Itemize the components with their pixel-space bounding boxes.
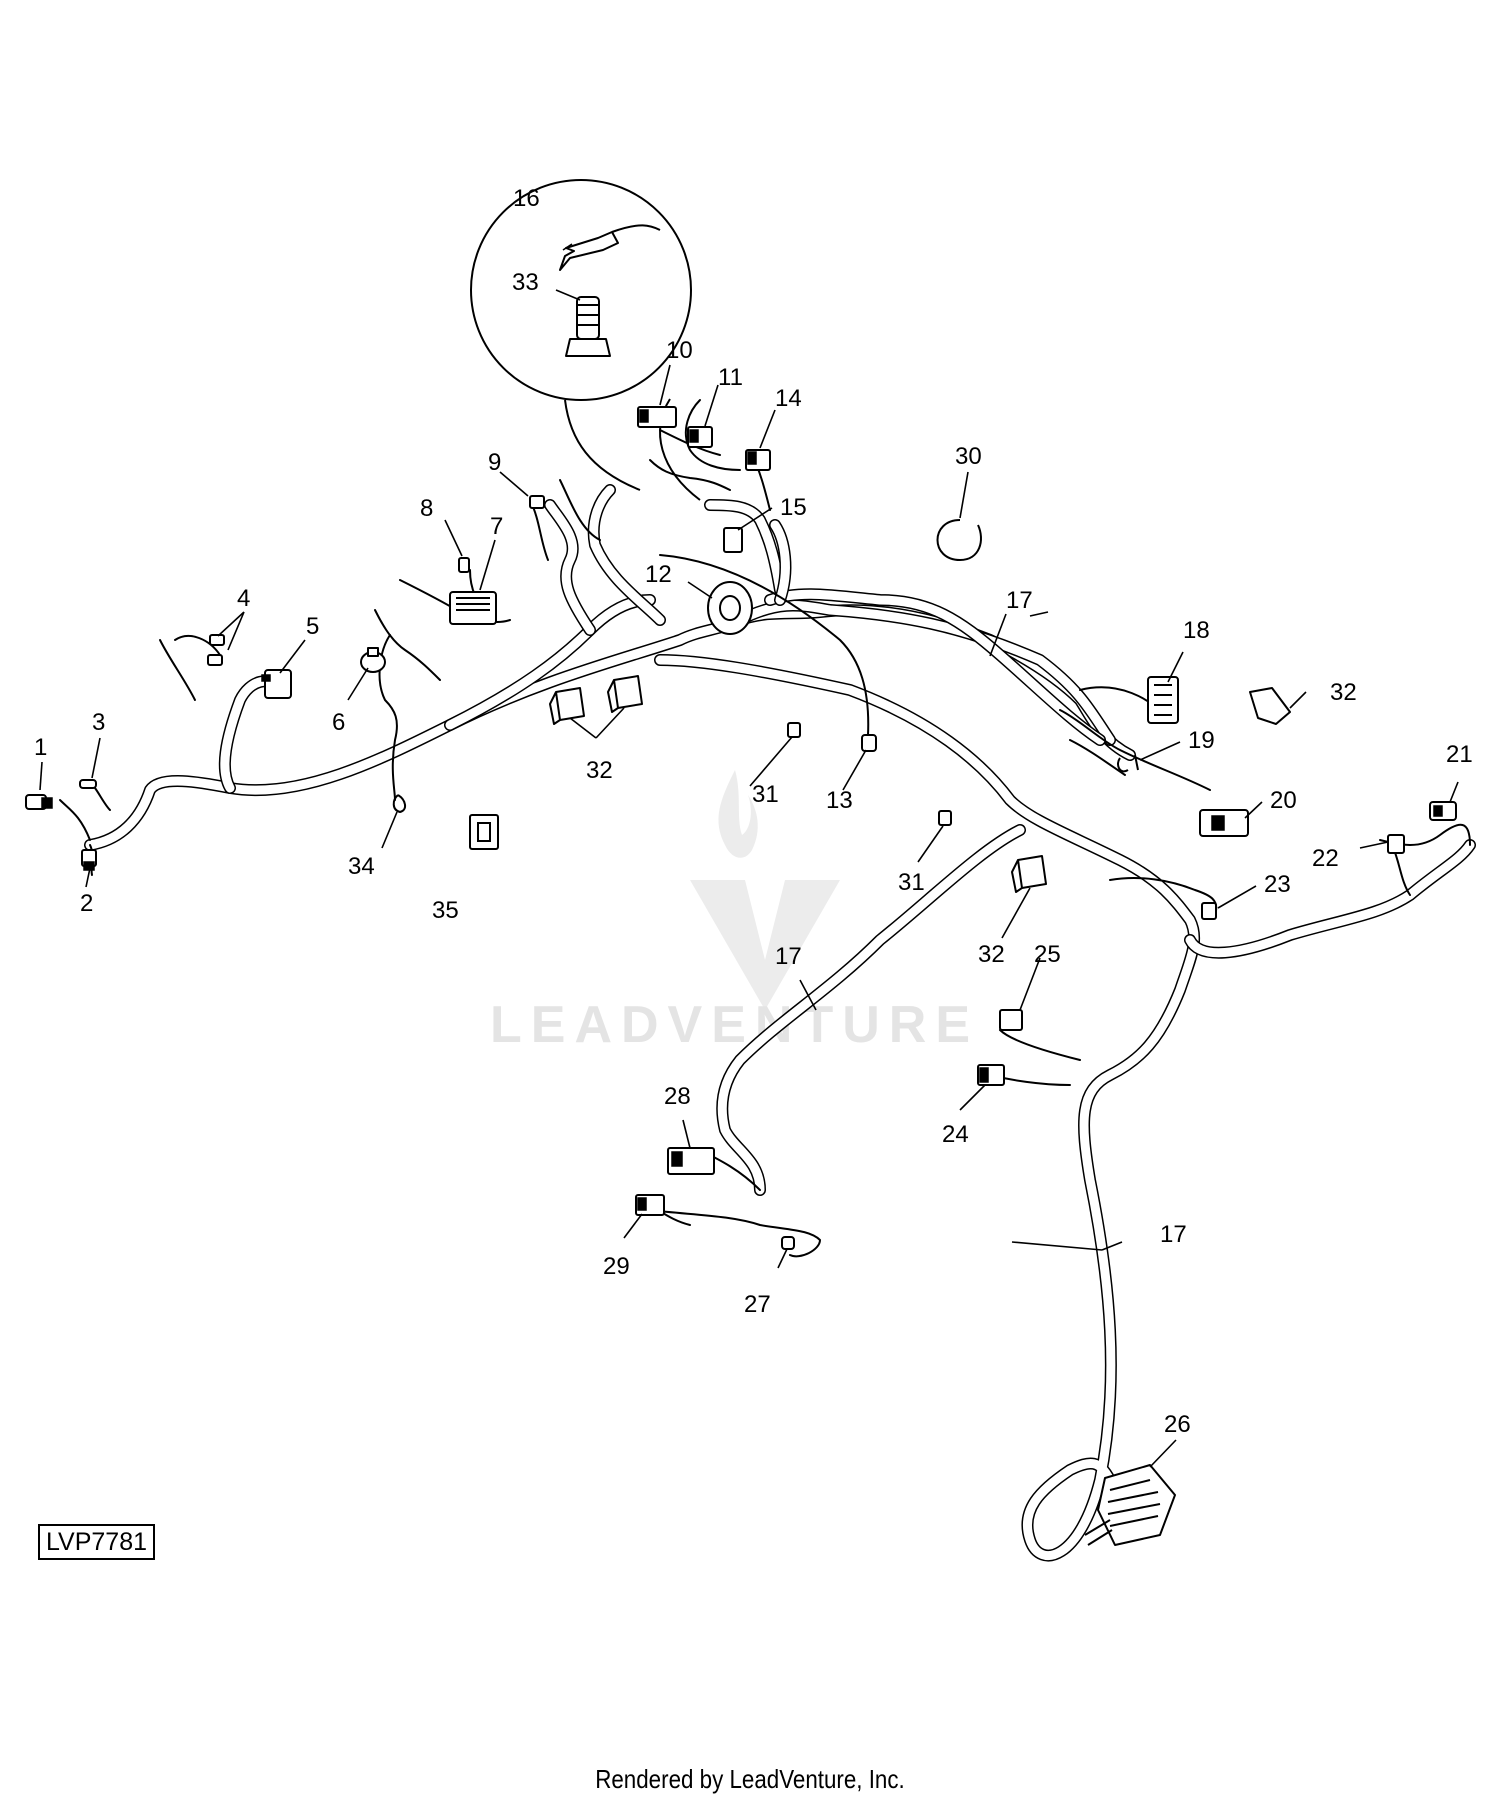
callout-32-pair: 32 (586, 757, 613, 784)
callout-11: 11 (718, 364, 743, 391)
callout-32-right: 32 (1330, 679, 1357, 706)
callout-21: 21 (1446, 741, 1473, 768)
callout-34: 34 (348, 853, 375, 880)
footer-credit: Rendered by LeadVenture, Inc. (595, 1764, 905, 1794)
callout-10: 10 (666, 337, 693, 364)
callout-23: 23 (1264, 871, 1291, 898)
callout-1: 1 (34, 734, 47, 761)
callout-32-center: 32 (978, 941, 1005, 968)
callout-25: 25 (1034, 941, 1061, 968)
callout-17-bottom: 17 (1160, 1221, 1187, 1248)
callout-2: 2 (80, 890, 93, 917)
callout-35: 35 (432, 897, 459, 924)
callout-31-upper: 31 (752, 781, 779, 808)
detail-magnifier (470, 179, 701, 501)
components (25, 406, 1457, 1546)
callout-33: 33 (512, 269, 539, 296)
callout-12: 12 (645, 561, 672, 588)
callout-17-top: 17 (1006, 587, 1033, 614)
callout-13: 13 (826, 787, 853, 814)
callout-9: 9 (488, 449, 501, 476)
watermark: LEADVENTURE (490, 770, 979, 1054)
callout-7: 7 (490, 513, 503, 540)
callout-4: 4 (237, 585, 250, 612)
callout-31-lower: 31 (898, 869, 925, 896)
callout-30: 30 (955, 443, 982, 470)
callout-29: 29 (603, 1253, 630, 1280)
callout-24: 24 (942, 1121, 969, 1148)
callout-22: 22 (1312, 845, 1339, 872)
leader-lines (39, 243, 1459, 1468)
callout-17-mid: 17 (775, 943, 802, 970)
callout-28: 28 (664, 1083, 691, 1110)
callouts: 1 2 3 4 5 6 7 8 9 10 11 12 13 14 15 16 1… (34, 185, 1473, 1438)
main-harness-trunk (84, 484, 1476, 1562)
spade-terminal (559, 224, 661, 271)
watermark-text: LEADVENTURE (490, 996, 979, 1054)
callout-14: 14 (775, 385, 802, 412)
callout-15: 15 (780, 494, 807, 521)
bolt (565, 296, 611, 357)
callout-19: 19 (1188, 727, 1215, 754)
figure-id: LVP7781 (38, 1524, 156, 1560)
callout-3: 3 (92, 709, 105, 736)
callout-6: 6 (332, 709, 345, 736)
callout-18: 18 (1183, 617, 1210, 644)
callout-26: 26 (1164, 1411, 1191, 1438)
callout-27: 27 (744, 1291, 771, 1318)
callout-5: 5 (306, 613, 319, 640)
callout-8: 8 (420, 495, 433, 522)
callout-16: 16 (513, 185, 540, 212)
callout-20: 20 (1270, 787, 1297, 814)
